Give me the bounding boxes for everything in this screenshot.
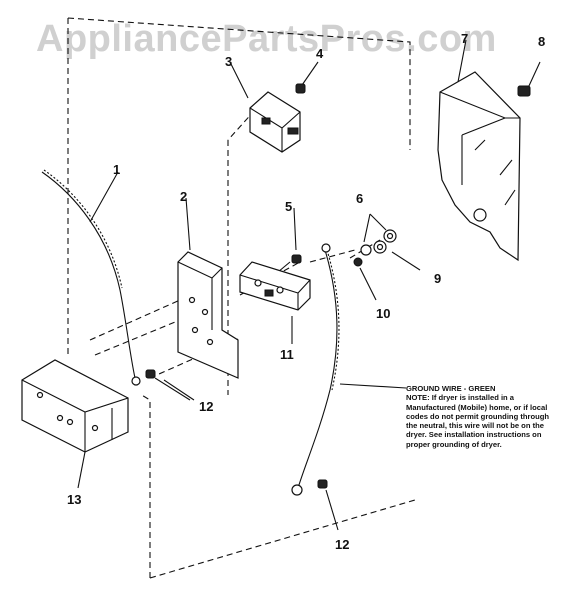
mounting-bracket-part-13 (21, 359, 129, 489)
screw-part-12-upper (145, 369, 191, 401)
callout-3: 3 (225, 54, 233, 69)
ground-strap-part-1 (41, 171, 136, 379)
callout-11: 11 (280, 347, 294, 362)
nut-washer-parts (353, 213, 421, 301)
screw-part-5 (277, 254, 302, 273)
screw-part-4 (295, 61, 319, 94)
callout-12-upper: 12 (199, 399, 214, 414)
terminal-block-part-3 (249, 91, 301, 153)
assembly-dashed-line (67, 17, 416, 579)
ground-wire-green (297, 249, 338, 489)
callout-9: 9 (434, 271, 442, 286)
callout-8: 8 (538, 34, 546, 49)
cabinet-panel-part (437, 71, 521, 262)
ground-wire-note: GROUND WIRE - GREEN NOTE: If dryer is in… (406, 384, 556, 449)
callout-7: 7 (461, 31, 469, 46)
callout-10: 10 (376, 306, 391, 321)
callout-13: 13 (67, 492, 82, 507)
screw-part-8 (517, 61, 541, 97)
callout-4: 4 (316, 46, 324, 61)
terminal-strip-part-11 (239, 261, 311, 311)
callout-1: 1 (113, 162, 121, 177)
bracket-plate-part-2 (177, 251, 239, 379)
note-heading: GROUND WIRE - GREEN (406, 384, 496, 393)
callout-5: 5 (285, 199, 293, 214)
callout-12-lower: 12 (335, 537, 350, 552)
callout-6: 6 (356, 191, 364, 206)
screw-part-12-lower (317, 479, 339, 531)
callout-2: 2 (180, 189, 188, 204)
note-body: NOTE: If dryer is installed in a Manufac… (406, 393, 549, 449)
watermark-logo: AppliancePartsPros.com (36, 18, 497, 60)
